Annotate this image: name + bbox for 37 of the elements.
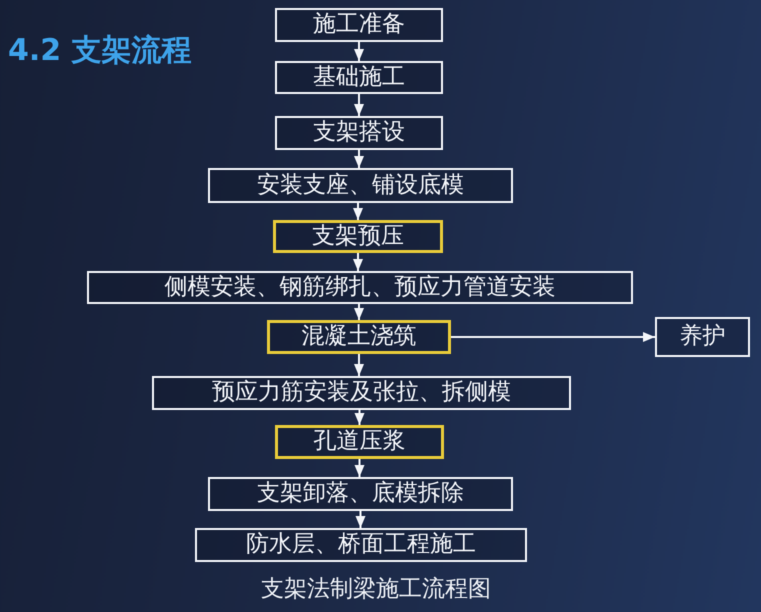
highlighted-step-box bbox=[267, 320, 451, 354]
step-box bbox=[655, 317, 750, 357]
slide-title: 4.2 支架流程 bbox=[8, 33, 192, 69]
step-box bbox=[275, 61, 443, 94]
step-label: 侧模安装、钢筋绑扎、预应力管道安装 bbox=[164, 274, 556, 300]
step-box bbox=[208, 477, 513, 511]
step-box bbox=[208, 168, 513, 203]
arrow bbox=[354, 304, 364, 320]
step-label: 混凝土浇筑 bbox=[302, 324, 416, 350]
step-label: 支架搭设 bbox=[313, 120, 405, 146]
arrow bbox=[353, 253, 363, 271]
highlighted-step-box bbox=[273, 220, 443, 253]
step-label: 预应力筋安装及张拉、拆侧模 bbox=[212, 380, 511, 406]
step-label: 养护 bbox=[680, 324, 726, 350]
step-box bbox=[275, 116, 443, 150]
arrow bbox=[354, 459, 364, 477]
figure-caption: 支架法制梁施工流程图 bbox=[261, 576, 491, 602]
step-label: 安装支座、铺设底模 bbox=[257, 172, 464, 198]
arrow bbox=[354, 410, 364, 425]
step-label: 基础施工 bbox=[313, 64, 405, 90]
step-label: 孔道压浆 bbox=[314, 429, 406, 455]
step-label: 施工准备 bbox=[313, 12, 405, 38]
arrow bbox=[354, 94, 364, 116]
arrow bbox=[451, 332, 655, 342]
step-box bbox=[87, 271, 633, 304]
arrow bbox=[353, 203, 363, 220]
step-label: 支架卸落、底模拆除 bbox=[257, 481, 464, 507]
step-label: 防水层、桥面工程施工 bbox=[246, 532, 476, 558]
step-label: 支架预压 bbox=[312, 224, 404, 250]
arrow bbox=[354, 354, 364, 376]
arrow bbox=[354, 150, 364, 168]
arrow bbox=[356, 511, 366, 528]
step-box bbox=[275, 8, 443, 42]
highlighted-step-box bbox=[275, 425, 444, 459]
step-box bbox=[195, 528, 527, 562]
arrow bbox=[354, 42, 364, 61]
step-box bbox=[152, 376, 571, 410]
